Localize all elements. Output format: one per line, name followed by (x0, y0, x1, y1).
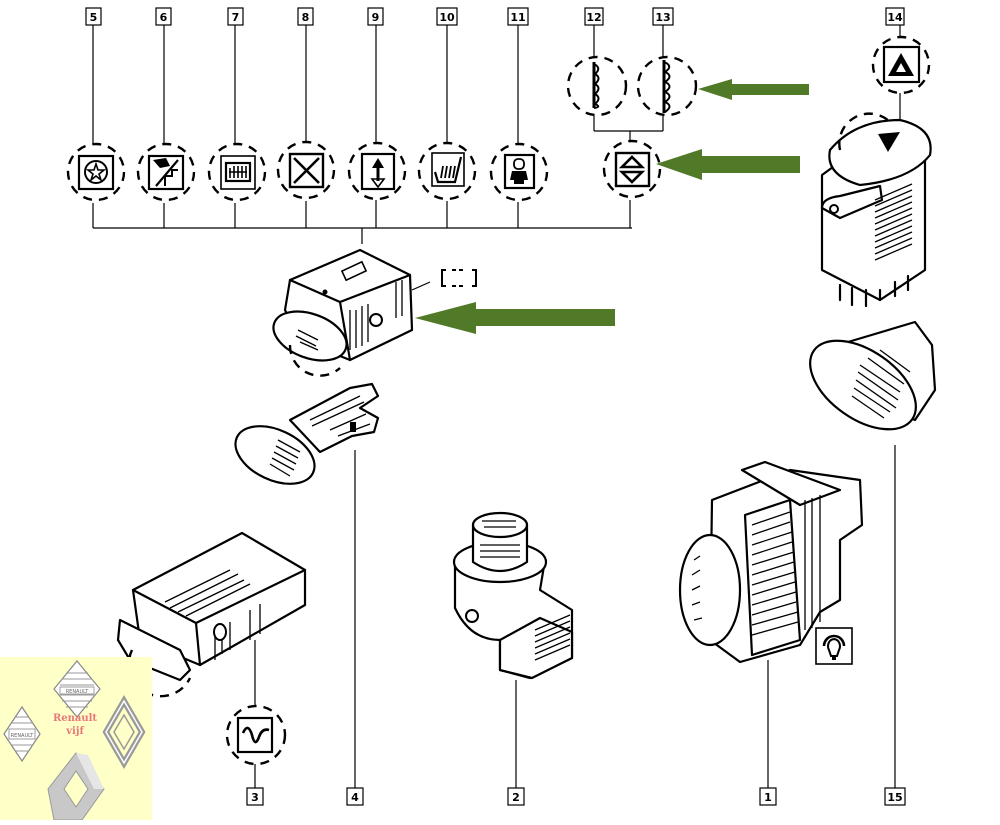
callout-label: 6 (160, 11, 168, 24)
callout-6[interactable]: 6 (136, 7, 196, 228)
callout-4[interactable]: 4 (346, 787, 364, 806)
part-15-oval-cap[interactable] (794, 320, 937, 788)
callout-label: 9 (372, 11, 380, 24)
callout-label: 7 (232, 11, 240, 24)
blank-cross-icon (288, 152, 325, 189)
up-down-arrow-icon (360, 152, 396, 191)
arrow-to-callout-13 (698, 79, 809, 100)
lamp-icon (815, 627, 853, 665)
part-4-blank-cover[interactable] (226, 382, 380, 788)
callout-3[interactable]: 3 (246, 787, 264, 806)
callout-label: 13 (655, 11, 670, 24)
callout-5[interactable]: 5 (66, 7, 126, 228)
renault-logo-panel: RENAULT RENAULT (0, 657, 152, 821)
connector-outline (441, 269, 477, 287)
callout-8[interactable]: 8 (276, 7, 336, 228)
sunroof-switch-symbol[interactable] (602, 139, 662, 199)
crossed-wiper-icon (147, 154, 185, 191)
callout-label: 5 (90, 11, 98, 24)
svg-text:RENAULT: RENAULT (11, 733, 35, 739)
callout-label: 8 (302, 11, 310, 24)
callout-group-top: 5 6 7 (66, 7, 698, 244)
callout-label: 10 (439, 11, 455, 24)
callout-label: 3 (251, 791, 259, 804)
switch-module[interactable] (267, 248, 477, 377)
signal-dip-icon (236, 716, 274, 754)
caption-line-2: vijf (66, 726, 84, 737)
rear-demist-icon (220, 155, 256, 190)
renault-logos: RENAULT RENAULT (3, 660, 146, 821)
arrow-to-sunroof-switch (656, 149, 800, 180)
sunroof-left-icon (592, 62, 600, 109)
part-1-window-switch[interactable] (678, 460, 864, 788)
callout-label: 1 (764, 791, 772, 804)
callout-15[interactable]: 15 (884, 787, 906, 806)
hazard-triangle-icon (882, 45, 921, 84)
callout-label: 14 (887, 11, 903, 24)
child-lock-icon (503, 153, 536, 190)
callout-11[interactable]: 11 (489, 7, 549, 228)
caption-line-1: Renault (52, 713, 98, 724)
svg-text:RENAULT: RENAULT (66, 689, 90, 695)
callout-9[interactable]: 9 (347, 7, 407, 228)
callout-12[interactable]: 12 (566, 7, 628, 131)
callout-2[interactable]: 2 (507, 787, 525, 806)
callout-label: 15 (887, 791, 902, 804)
callout-1[interactable]: 1 (759, 787, 777, 806)
renault-diamond-right-icon (102, 695, 146, 769)
up-down-triangle-icon (614, 151, 651, 188)
callout-label: 4 (351, 791, 359, 804)
highlight-arrows (415, 79, 809, 334)
renault-diamond-bottom-icon (47, 752, 105, 821)
sunroof-right-icon (662, 60, 671, 113)
arrow-to-switch-module (415, 302, 615, 334)
callout-label: 12 (586, 11, 601, 24)
fan-icon (77, 154, 115, 191)
part-2-mirror-switch[interactable] (452, 511, 574, 788)
callout-label: 11 (510, 11, 525, 24)
part-14-hazard-switch[interactable]: 14 (820, 7, 932, 308)
renault-diamond-left-icon: RENAULT (3, 705, 41, 763)
heated-seat-icon (431, 152, 465, 187)
callout-7[interactable]: 7 (207, 7, 267, 228)
renault-diamond-top-icon: RENAULT (53, 660, 101, 718)
callout-13[interactable]: 13 (636, 7, 698, 131)
callout-10[interactable]: 10 (417, 7, 477, 228)
callout-label: 2 (512, 791, 520, 804)
renault-vijf-caption: Renault vijf (44, 712, 106, 738)
